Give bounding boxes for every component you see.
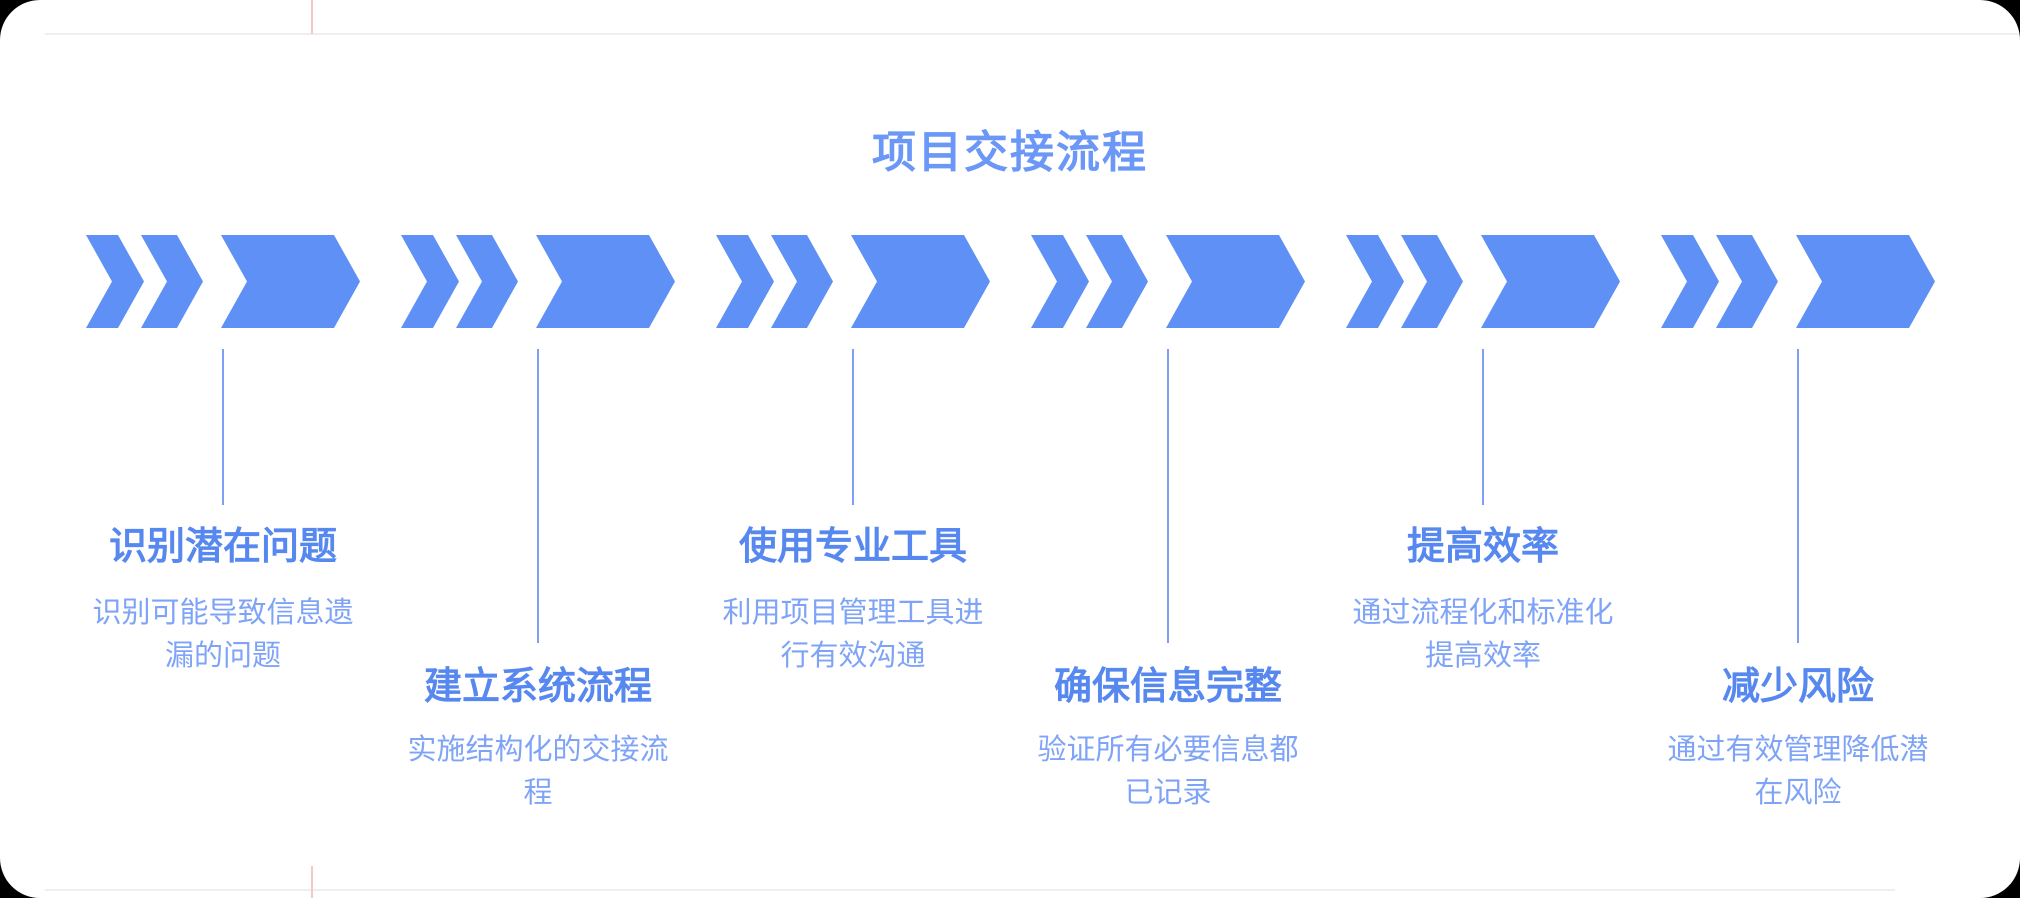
step-title: 确保信息完整 — [1053, 666, 1282, 708]
step-title: 使用专业工具 — [738, 526, 967, 568]
step-description: 通过流程化和标准化 提高效率 — [1333, 592, 1633, 678]
guide-line-top — [45, 33, 2020, 35]
chevron-arrow-icon — [1346, 235, 1620, 328]
step-description-line: 识别可能导致信息遗 — [92, 597, 354, 629]
connector-line — [1797, 349, 1799, 643]
process-step-5: 提高效率 通过流程化和标准化 提高效率 — [1333, 0, 1633, 898]
connector-line — [222, 349, 224, 505]
connector-line — [1482, 349, 1484, 505]
step-description-line: 通过流程化和标准化 — [1352, 597, 1614, 629]
step-description-line: 实施结构化的交接流 — [407, 734, 669, 766]
step-description: 识别可能导致信息遗 漏的问题 — [73, 592, 373, 678]
step-description: 通过有效管理降低潜 在风险 — [1648, 729, 1948, 815]
chevron-arrow-icon — [86, 235, 360, 328]
guide-line-bottom — [45, 889, 1895, 891]
process-step-2: 建立系统流程 实施结构化的交接流 程 — [388, 0, 688, 898]
step-description-line: 漏的问题 — [164, 640, 281, 672]
process-step-6: 减少风险 通过有效管理降低潜 在风险 — [1648, 0, 1948, 898]
step-description: 实施结构化的交接流 程 — [388, 729, 688, 815]
step-description-line: 通过有效管理降低潜 — [1667, 734, 1929, 766]
chevron-arrow-icon — [716, 235, 990, 328]
guide-tick-top — [311, 0, 313, 34]
step-title: 提高效率 — [1406, 526, 1559, 568]
step-description-line: 利用项目管理工具进 — [722, 597, 984, 629]
chevron-arrow-icon — [401, 235, 675, 328]
diagram-title: 项目交接流程 — [872, 128, 1148, 177]
step-description-line: 提高效率 — [1424, 640, 1541, 672]
step-description: 验证所有必要信息都 已记录 — [1018, 729, 1318, 815]
step-description-line: 行有效沟通 — [780, 640, 926, 672]
process-step-3: 使用专业工具 利用项目管理工具进 行有效沟通 — [703, 0, 1003, 898]
step-description-line: 验证所有必要信息都 — [1037, 734, 1299, 766]
connector-line — [1167, 349, 1169, 643]
process-step-1: 识别潜在问题 识别可能导致信息遗 漏的问题 — [73, 0, 373, 898]
chevron-arrow-icon — [1661, 235, 1935, 328]
process-step-4: 确保信息完整 验证所有必要信息都 已记录 — [1018, 0, 1318, 898]
chevron-arrow-icon — [1031, 235, 1305, 328]
step-title: 减少风险 — [1721, 666, 1874, 708]
step-title: 识别潜在问题 — [108, 526, 337, 568]
guide-tick-bottom — [311, 866, 313, 898]
step-description-line: 已记录 — [1124, 777, 1212, 809]
step-title: 建立系统流程 — [423, 666, 652, 708]
step-description: 利用项目管理工具进 行有效沟通 — [703, 592, 1003, 678]
step-description-line: 在风险 — [1754, 777, 1842, 809]
step-description-line: 程 — [523, 777, 553, 809]
connector-line — [537, 349, 539, 643]
connector-line — [852, 349, 854, 505]
